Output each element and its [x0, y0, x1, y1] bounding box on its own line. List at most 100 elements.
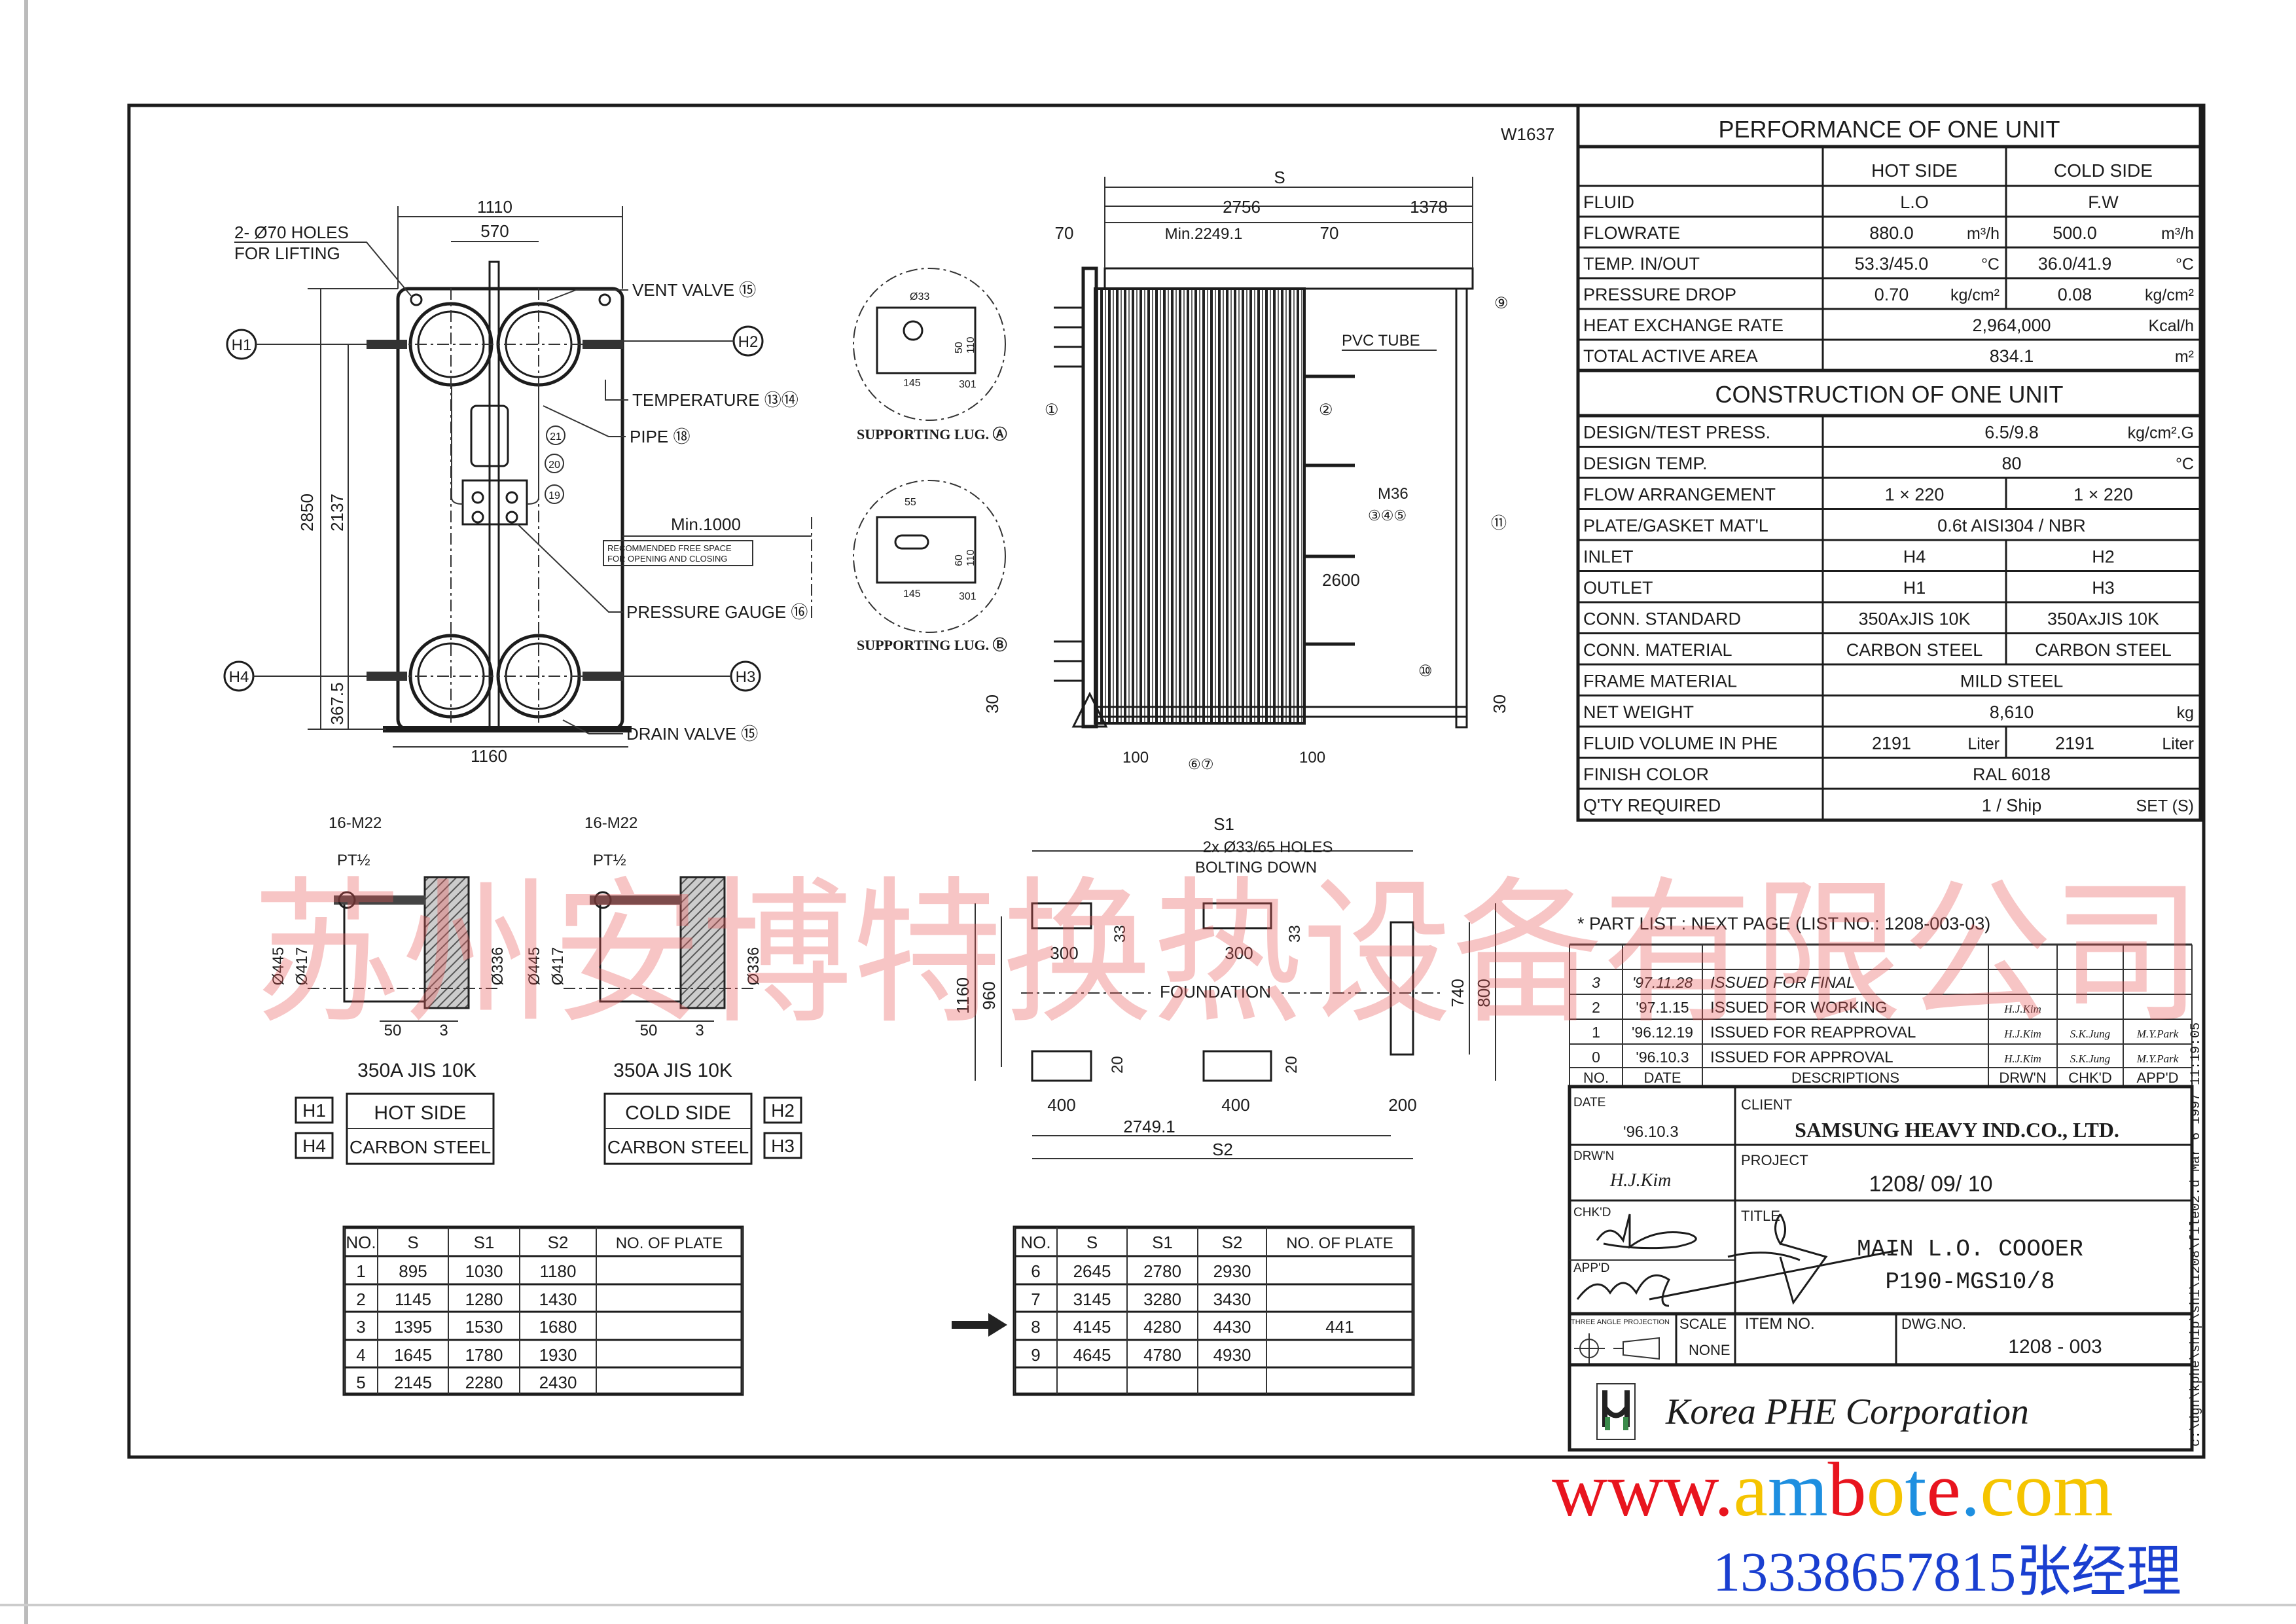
port-tag-h1: H1	[232, 336, 252, 354]
revision-signature: S.K.Jung	[2070, 1053, 2110, 1065]
lug-b-width: 145	[903, 588, 921, 600]
dim-740: 740	[1448, 979, 1467, 1007]
side-view: S 2756 1378 70 Min.2249.1 70 PVC TUBE M3…	[982, 168, 1509, 772]
row-unit: kg/cm².G	[2128, 424, 2194, 442]
lug-b-depth: 301	[959, 591, 977, 602]
title-line-1: MAIN L.O. COOOER	[1857, 1236, 2083, 1263]
plate-table-cell: 1145	[395, 1290, 431, 1309]
revision-header: DESCRIPTIONS	[1791, 1070, 1899, 1086]
diameter-dim: Ø336	[489, 947, 507, 986]
url-o: o	[1867, 1447, 1905, 1532]
plate-table-header: S2	[1222, 1233, 1243, 1252]
plate-table-cell: 2645	[1073, 1261, 1111, 1281]
row-value: 80	[2001, 454, 2021, 473]
port-tag: H1	[302, 1100, 326, 1121]
plate-table-cell: 1180	[540, 1261, 577, 1281]
dim-400-left: 400	[1047, 1095, 1075, 1115]
plate-table-header: S2	[548, 1233, 569, 1252]
cold-value: 0.08	[2058, 285, 2092, 304]
client-value: SAMSUNG HEAVY IND.CO., LTD.	[1795, 1118, 2119, 1142]
row-label: TOTAL ACTIVE AREA	[1583, 346, 1758, 366]
dim-2137: 2137	[327, 494, 347, 532]
plate-table-cell: 1	[356, 1261, 365, 1281]
row-label: OUTLET	[1583, 578, 1653, 598]
row-label: DESIGN/TEST PRESS.	[1583, 423, 1770, 442]
cold-value: 36.0/41.9	[2038, 254, 2112, 274]
row-label: TEMP. IN/OUT	[1583, 254, 1700, 274]
dim-3: 3	[439, 1022, 448, 1039]
projection-symbol-icon	[1574, 1333, 1660, 1363]
callout-2: ②	[1319, 401, 1333, 419]
dim-367-5: 367.5	[327, 682, 347, 725]
plate-table-header: NO.	[1020, 1233, 1050, 1252]
lifting-holes-label: 2- Ø70 HOLES	[234, 223, 349, 242]
url-e: e	[1926, 1447, 1960, 1532]
plate-table-cell: 3280	[1143, 1290, 1181, 1309]
scale-value: NONE	[1689, 1342, 1731, 1358]
row-unit: m²	[2175, 348, 2194, 366]
hot-value: 350AxJIS 10K	[1858, 609, 1970, 629]
bolts-label: 16-M22	[584, 814, 637, 832]
plate-table-cell: 4780	[1143, 1345, 1181, 1365]
foundation-plan: S1 2x Ø33/65 HOLES BOLTING DOWN 300 300 …	[953, 814, 1496, 1159]
dim-70-left: 70	[1055, 223, 1074, 243]
revision-cell: ISSUED FOR APPROVAL	[1710, 1049, 1893, 1066]
plate-table-cell: 1395	[394, 1317, 432, 1337]
plate-table-cell: 1430	[539, 1290, 577, 1309]
dim-2600: 2600	[1322, 570, 1360, 590]
company-name: Korea PHE Corporation	[1665, 1392, 2029, 1432]
lug-a-hole: Ø33	[910, 291, 929, 302]
m36-label: M36	[1378, 485, 1408, 503]
material-label: CARBON STEEL	[350, 1137, 491, 1157]
row-value: 2,964,000	[1972, 316, 2051, 335]
hot-value: CARBON STEEL	[1846, 640, 1983, 660]
selected-row-arrow	[952, 1313, 1007, 1337]
file-stamp: c:\dgn\kphe\ship\shi\1208\file02.d Mar 6…	[2189, 1022, 2204, 1447]
plate-table-cell: 3	[356, 1317, 365, 1337]
pipe-label: PIPE ⑱	[630, 427, 690, 446]
diameter-dim: Ø417	[293, 947, 311, 986]
item-no-label: ITEM NO.	[1745, 1315, 1815, 1333]
row-label: FRAME MATERIAL	[1583, 672, 1737, 691]
row-label: CONN. MATERIAL	[1583, 640, 1732, 660]
lug-a-h2: 110	[965, 336, 977, 353]
dim-1378: 1378	[1410, 197, 1448, 217]
diameter-dim: Ø445	[526, 947, 543, 986]
title-label: TITLE	[1741, 1208, 1780, 1224]
projection-label: THREE ANGLE PROJECTION	[1571, 1318, 1670, 1326]
approved-label: APP'D	[1573, 1261, 1609, 1275]
side-label: HOT SIDE	[374, 1102, 466, 1124]
dim-min-2249: Min.2249.1	[1165, 225, 1243, 243]
plate-table-cell: 5	[356, 1373, 365, 1392]
dim-33-right: 33	[1286, 925, 1304, 943]
plate-table-cell: 2430	[539, 1373, 577, 1392]
watermark-phone: 13338657815张经理	[1713, 1540, 2181, 1603]
url-www: www.	[1552, 1447, 1733, 1532]
plate-table-cell: 1645	[394, 1345, 432, 1365]
row-label: CONN. STANDARD	[1583, 609, 1741, 629]
plate-table-cell-selected: 441	[1325, 1317, 1354, 1337]
hot-value: H4	[1903, 547, 1926, 567]
plate-table-header: S1	[474, 1233, 495, 1252]
plate-table-cell: 1030	[465, 1261, 503, 1281]
pressure-gauge-label: PRESSURE GAUGE ⑯	[626, 602, 808, 622]
revision-header: DATE	[1643, 1070, 1681, 1086]
name-plate	[470, 405, 509, 467]
dim-1110: 1110	[477, 197, 512, 217]
bolting-down-label: BOLTING DOWN	[1195, 859, 1317, 876]
row-label: DESIGN TEMP.	[1583, 454, 1708, 473]
dim-s: S	[1274, 168, 1285, 187]
plate-table-cell: 4645	[1073, 1345, 1111, 1365]
lug-a-label: SUPPORTING LUG. Ⓐ	[857, 426, 1007, 442]
row-label: PLATE/GASKET MAT'L	[1583, 516, 1768, 535]
cold-unit: kg/cm²	[2145, 286, 2194, 304]
revision-cell: '97.1.15	[1636, 999, 1689, 1016]
material-label: CARBON STEEL	[607, 1137, 749, 1157]
title-signature	[1727, 1214, 1828, 1305]
dim-960: 960	[979, 981, 999, 1009]
url-t: t	[1905, 1447, 1927, 1532]
row-label: PRESSURE DROP	[1583, 285, 1736, 304]
dim-2756: 2756	[1223, 197, 1261, 217]
project-value: 1208/ 09/ 10	[1869, 1172, 1992, 1197]
plate-table-cell: 1780	[465, 1345, 503, 1365]
